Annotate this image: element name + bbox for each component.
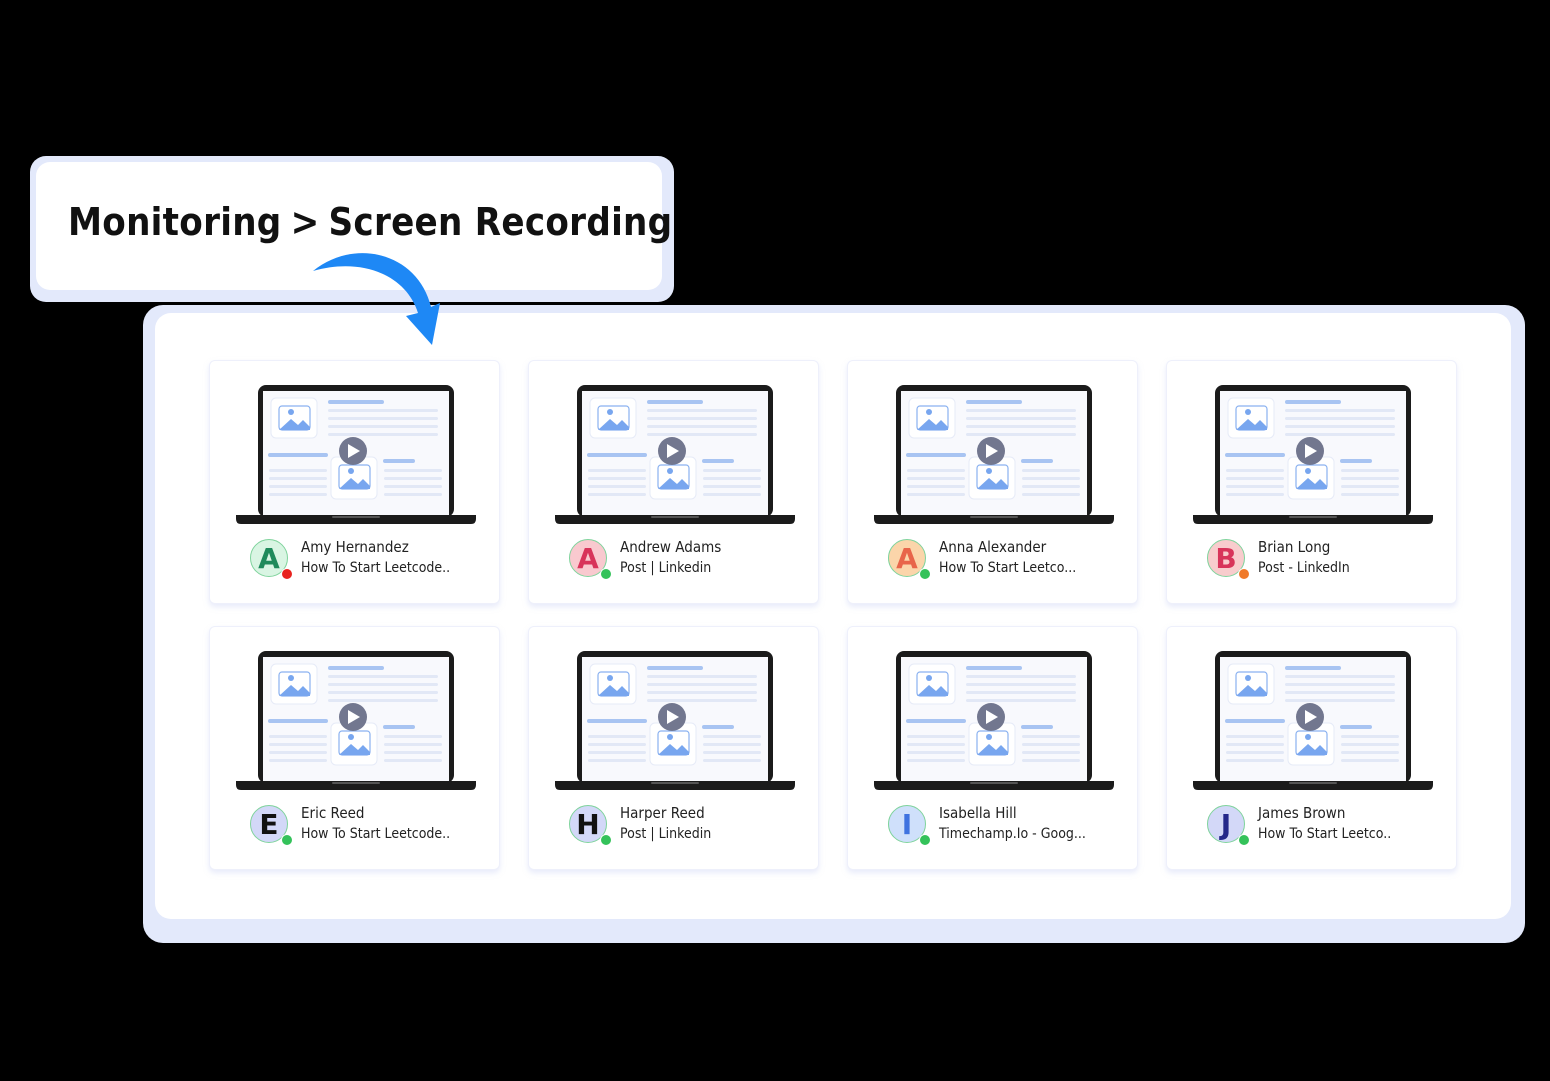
user-activity: How To Start Leetcode.. (301, 826, 451, 842)
status-dot-icon (1238, 568, 1250, 580)
screen-recording-thumbnail[interactable] (1193, 651, 1433, 791)
status-dot-icon (600, 568, 612, 580)
user-name: Amy Hernandez (301, 538, 409, 556)
breadcrumb-current: Screen Recording (328, 200, 673, 244)
breadcrumb-parent[interactable]: Monitoring (68, 200, 282, 244)
status-dot-icon (1238, 834, 1250, 846)
screen-recording-thumbnail[interactable] (236, 385, 476, 525)
user-activity: Post - LinkedIn (1258, 560, 1350, 576)
user-name: Andrew Adams (620, 538, 722, 556)
play-icon[interactable] (658, 703, 686, 731)
status-dot-icon (281, 568, 293, 580)
screen-recording-thumbnail[interactable] (555, 651, 795, 791)
screen-recording-thumbnail[interactable] (874, 651, 1114, 791)
screen-recording-thumbnail[interactable] (1193, 385, 1433, 525)
user-activity: How To Start Leetco... (939, 560, 1077, 576)
play-icon[interactable] (977, 703, 1005, 731)
play-icon[interactable] (339, 703, 367, 731)
breadcrumb-separator: > (290, 200, 320, 244)
breadcrumb-callout (30, 156, 674, 302)
screen-recording-thumbnail[interactable] (236, 651, 476, 791)
breadcrumb-callout-inner (36, 162, 662, 290)
play-icon[interactable] (1296, 437, 1324, 465)
user-name: Isabella Hill (939, 804, 1017, 822)
play-icon[interactable] (339, 437, 367, 465)
play-icon[interactable] (658, 437, 686, 465)
user-name: Eric Reed (301, 804, 365, 822)
screen-recording-thumbnail[interactable] (555, 385, 795, 525)
status-dot-icon (919, 834, 931, 846)
user-activity: How To Start Leetco.. (1258, 826, 1392, 842)
user-activity: Post | Linkedin (620, 826, 712, 842)
avatar: H (569, 805, 607, 843)
status-dot-icon (600, 834, 612, 846)
user-name: James Brown (1258, 804, 1346, 822)
user-activity: How To Start Leetcode.. (301, 560, 451, 576)
user-activity: Timechamp.Io - Goog... (939, 826, 1086, 842)
play-icon[interactable] (1296, 703, 1324, 731)
user-name: Anna Alexander (939, 538, 1047, 556)
play-icon[interactable] (977, 437, 1005, 465)
breadcrumb: Monitoring>Screen Recording (68, 200, 672, 244)
curved-arrow-icon (313, 253, 440, 345)
user-name: Brian Long (1258, 538, 1331, 556)
user-activity: Post | Linkedin (620, 560, 712, 576)
screen-recording-thumbnail[interactable] (874, 385, 1114, 525)
status-dot-icon (919, 568, 931, 580)
status-dot-icon (281, 834, 293, 846)
user-name: Harper Reed (620, 804, 705, 822)
